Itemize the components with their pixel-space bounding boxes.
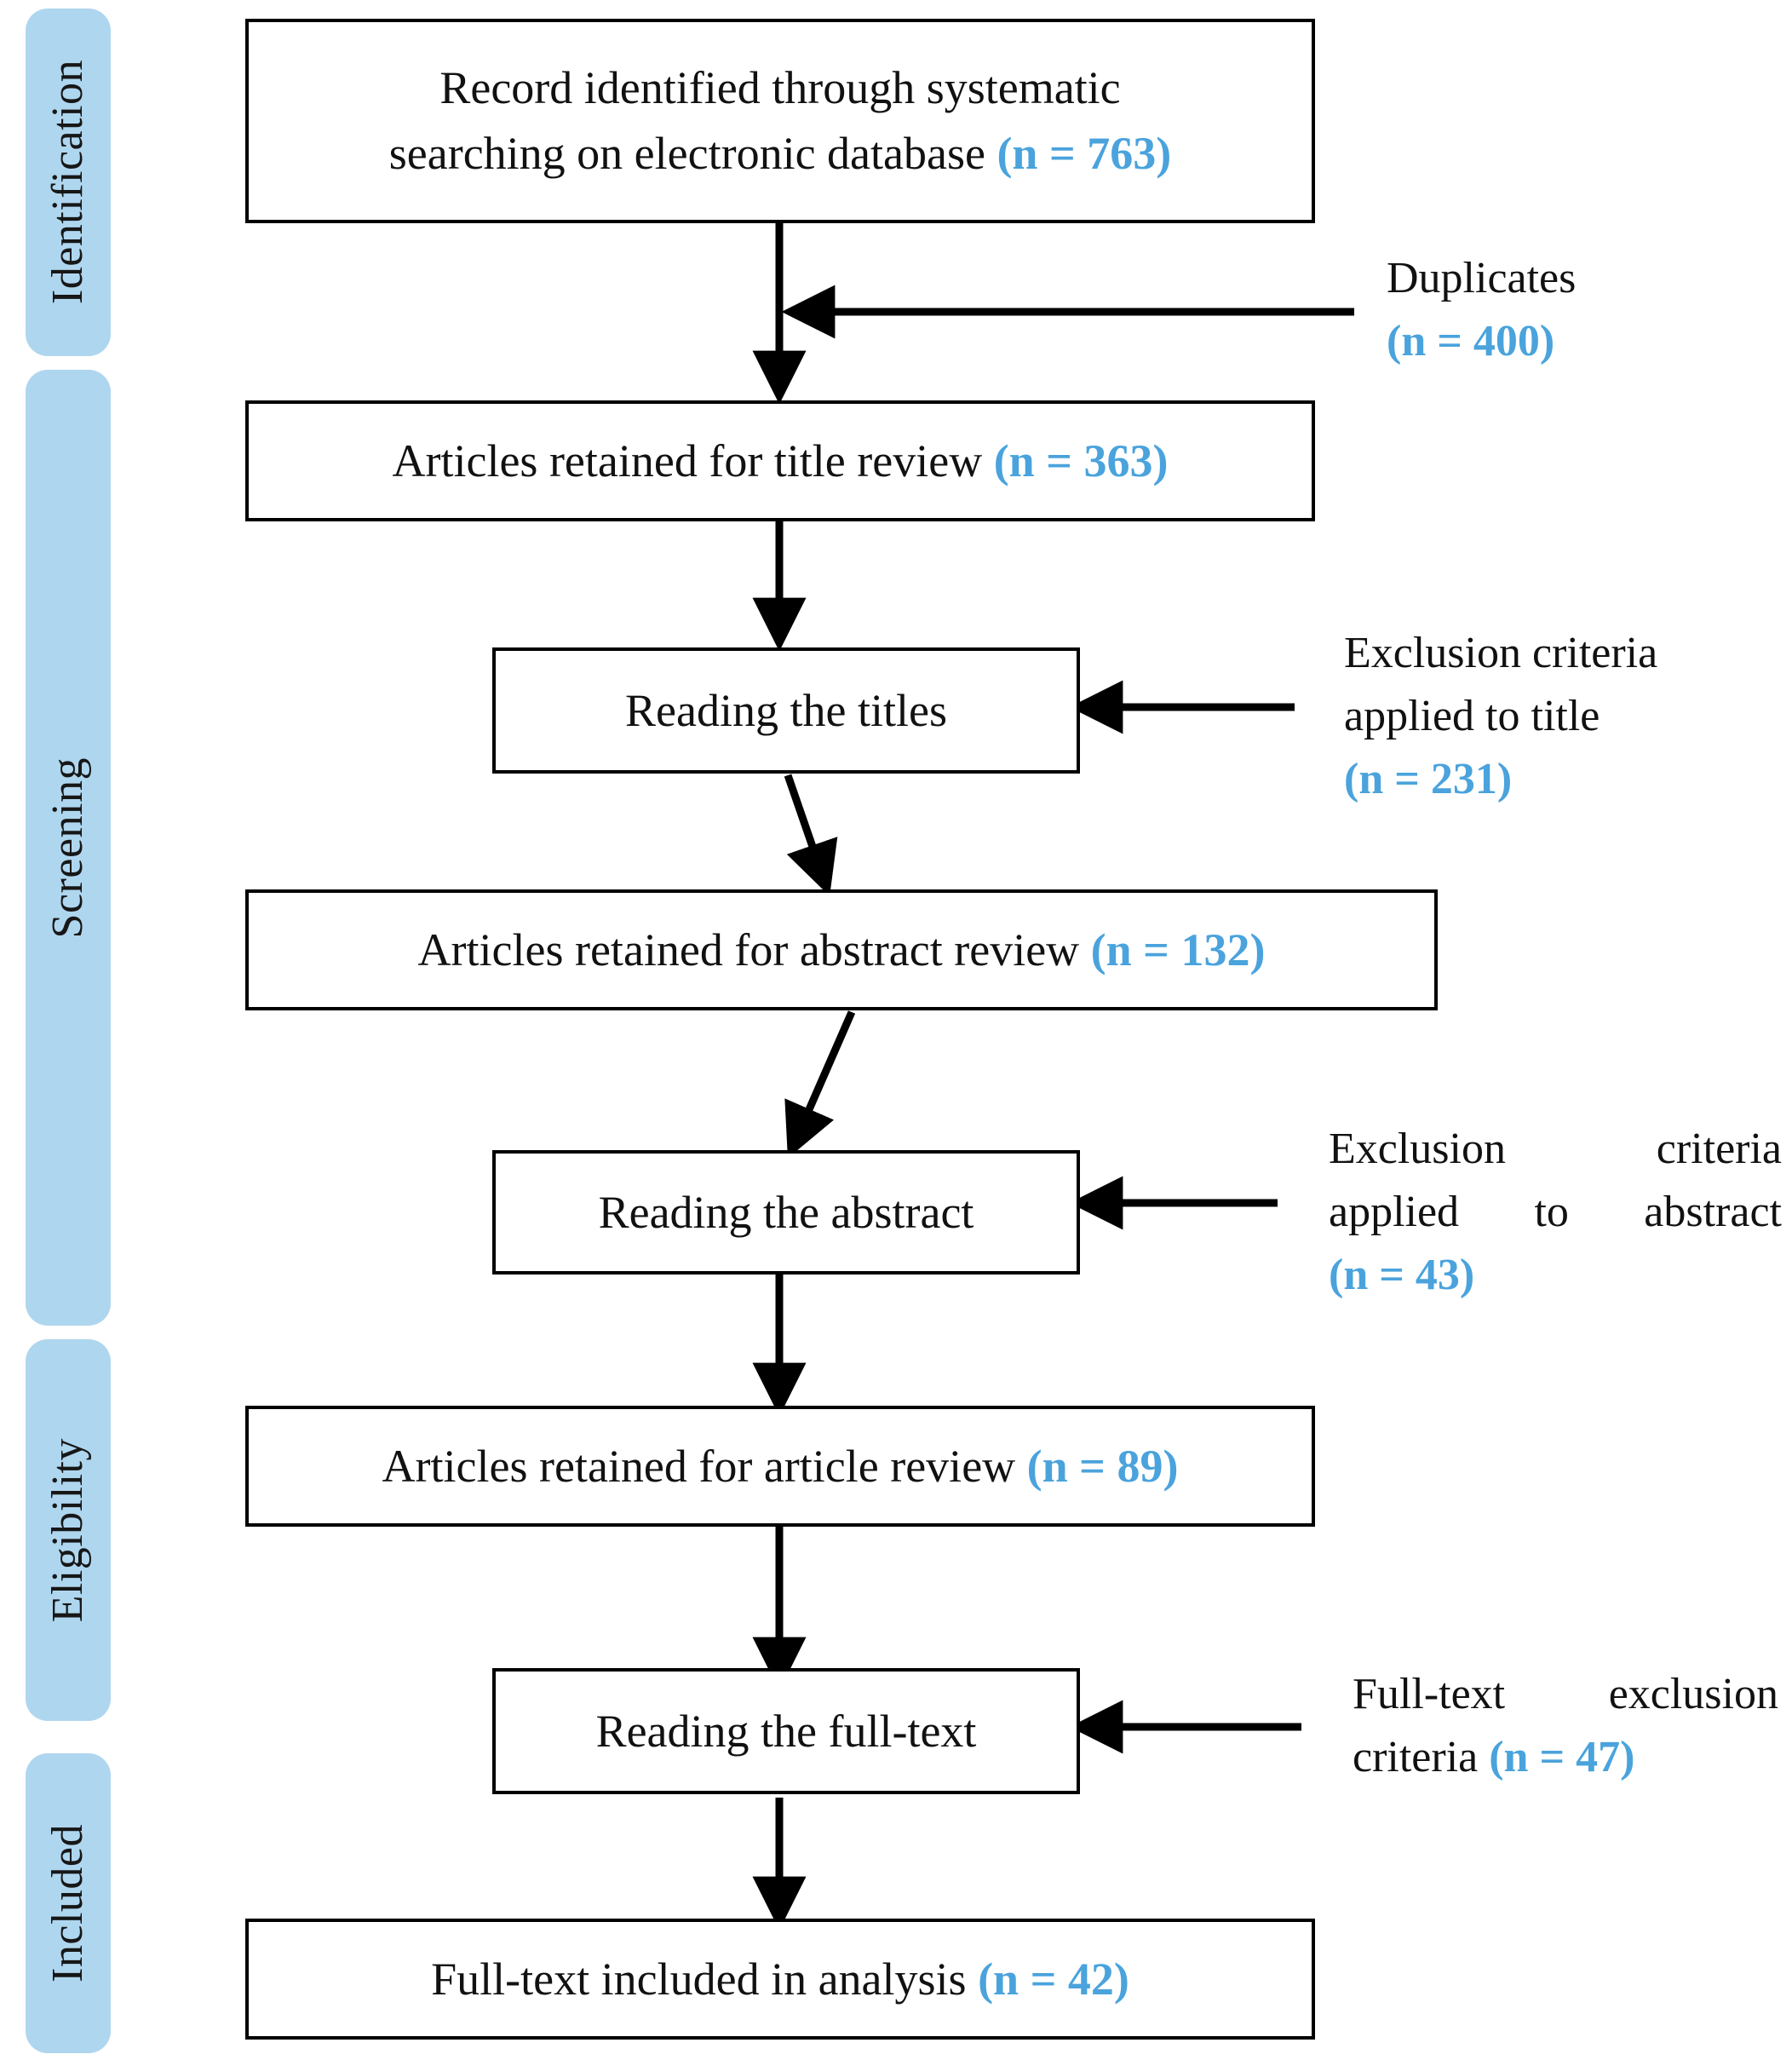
note-exclusion-title-count: (n = 231) [1344,754,1513,803]
article-review-count: (n = 89) [1026,1440,1179,1492]
note-exclusion-abstract-w4: to [1534,1187,1569,1236]
note-exclusion-abstract-w2: criteria [1656,1125,1782,1173]
flow-box-abstract-review: Articles retained for abstract review (n… [245,889,1438,1010]
connector-reading-titles-to-abstract-review [784,774,838,896]
connector-abstract-review-to-reading-abstract [784,1010,856,1159]
note-exclusion-title: Exclusion criteria applied to title (n =… [1344,622,1744,810]
reading-fulltext-label: Reading the full-text [595,1705,977,1757]
records-identified-line2: searching on electronic database [388,128,985,179]
stage-band-identification: Identification [26,9,111,356]
flow-box-text-title-review: Articles retained for title review (n = … [393,429,1169,494]
note-exclusion-abstract: Exclusion criteria applied to abstract (… [1329,1118,1782,1306]
flow-box-included: Full-text included in analysis (n = 42) [245,1919,1315,2040]
title-review-count: (n = 363) [993,434,1169,486]
stage-band-eligibility: Eligibility [26,1339,111,1721]
flow-box-text-reading-abstract: Reading the abstract [599,1180,974,1246]
note-exclusion-abstract-count: (n = 43) [1329,1250,1475,1299]
title-review-label: Articles retained for title review [392,434,983,486]
included-count: (n = 42) [978,1953,1129,2005]
note-exclusion-abstract-line2: applied to abstract [1329,1181,1782,1244]
stage-band-label-included: Included [43,1824,92,1982]
note-duplicates-line1: Duplicates [1387,254,1577,302]
note-exclusion-abstract-w3: applied [1329,1187,1460,1236]
records-identified-line1: Record identified through systematic [439,62,1121,114]
flow-box-records-identified: Record identified through systematic sea… [245,19,1315,223]
flow-box-article-review: Articles retained for article review (n … [245,1406,1315,1527]
note-exclusion-abstract-w1: Exclusion [1329,1125,1506,1173]
flow-box-text-included: Full-text included in analysis (n = 42) [431,1947,1129,2012]
abstract-review-label: Articles retained for abstract review [417,924,1080,975]
reading-titles-label: Reading the titles [625,684,947,736]
flow-box-text-records-identified: Record identified through systematic sea… [389,55,1171,186]
flow-box-reading-fulltext: Reading the full-text [492,1668,1080,1794]
note-duplicates: Duplicates (n = 400) [1387,247,1761,373]
note-exclusion-fulltext-line2: criteria (n = 47) [1353,1726,1778,1789]
stage-band-label-screening: Screening [43,757,92,939]
note-exclusion-abstract-w5: abstract [1644,1187,1782,1236]
note-exclusion-fulltext-w1: Full-text [1353,1670,1506,1718]
abstract-review-count: (n = 132) [1090,924,1266,975]
note-exclusion-title-line2: applied to title [1344,691,1600,740]
note-exclusion-fulltext-w2: exclusion [1608,1670,1778,1718]
stage-band-label-eligibility: Eligibility [43,1437,92,1623]
flow-box-text-reading-fulltext: Reading the full-text [596,1699,977,1764]
stage-band-included: Included [26,1753,111,2053]
article-review-label: Articles retained for article review [382,1440,1016,1492]
reading-abstract-label: Reading the abstract [598,1186,974,1238]
flow-box-text-article-review: Articles retained for article review (n … [382,1434,1179,1499]
note-duplicates-count: (n = 400) [1387,316,1555,365]
stage-band-label-identification: Identification [43,60,92,305]
records-identified-count: (n = 763) [997,128,1172,179]
note-exclusion-fulltext-line1: Full-text exclusion [1353,1663,1778,1726]
flow-box-text-reading-titles: Reading the titles [625,678,947,744]
note-exclusion-fulltext-count: (n = 47) [1489,1732,1635,1781]
note-exclusion-fulltext: Full-text exclusion criteria (n = 47) [1353,1663,1778,1789]
stage-band-screening: Screening [26,370,111,1326]
flow-box-reading-abstract: Reading the abstract [492,1150,1080,1275]
note-exclusion-title-line1: Exclusion criteria [1344,629,1658,677]
note-exclusion-abstract-line1: Exclusion criteria [1329,1118,1782,1181]
flow-box-text-abstract-review: Articles retained for abstract review (n… [418,918,1266,983]
flow-box-reading-titles: Reading the titles [492,647,1080,774]
included-label: Full-text included in analysis [431,1953,967,2005]
flow-box-title-review: Articles retained for title review (n = … [245,400,1315,521]
note-exclusion-fulltext-w3: criteria [1353,1732,1479,1781]
